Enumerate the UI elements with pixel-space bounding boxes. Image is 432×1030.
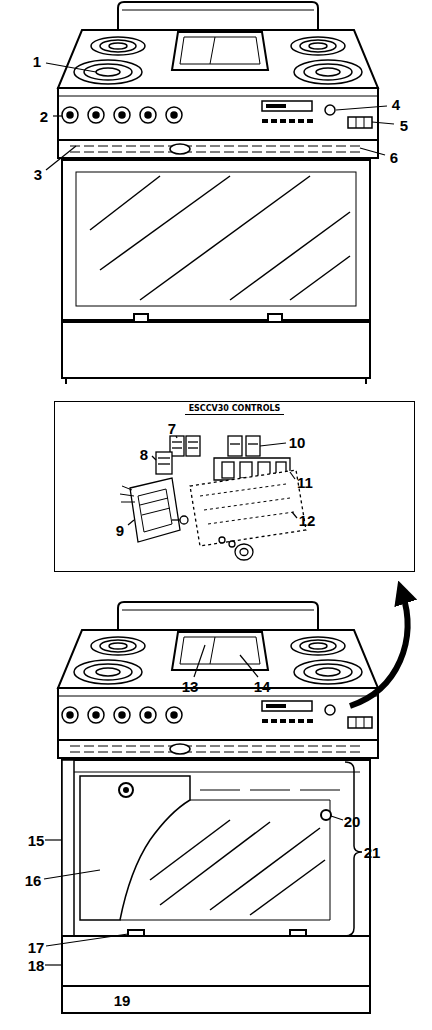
callout-number: 17 xyxy=(28,940,45,955)
callout-number: 11 xyxy=(297,475,313,490)
callout-number: 16 xyxy=(25,873,42,888)
callout-number: 7 xyxy=(168,421,176,436)
callout-number: 12 xyxy=(299,513,316,528)
callout-number: 6 xyxy=(390,150,398,165)
callout-number: 3 xyxy=(34,167,42,182)
callout-number: 2 xyxy=(40,109,48,124)
callout-number: 10 xyxy=(289,435,306,450)
inset-panel: ESCCV30 CONTROLS xyxy=(54,401,415,572)
inset-title: ESCCV30 CONTROLS xyxy=(185,402,285,415)
callout-number: 8 xyxy=(140,447,148,462)
callout-number: 9 xyxy=(116,523,124,538)
callout-number: 14 xyxy=(254,679,271,694)
callout-number: 4 xyxy=(392,97,400,112)
callout-number: 15 xyxy=(28,833,45,848)
callout-number: 20 xyxy=(344,814,361,829)
callout-number: 21 xyxy=(364,845,381,860)
callout-number: 1 xyxy=(33,54,41,69)
callout-number: 5 xyxy=(400,118,408,133)
callout-number: 18 xyxy=(28,958,45,973)
callout-number: 19 xyxy=(114,993,131,1008)
callout-number: 13 xyxy=(182,679,199,694)
